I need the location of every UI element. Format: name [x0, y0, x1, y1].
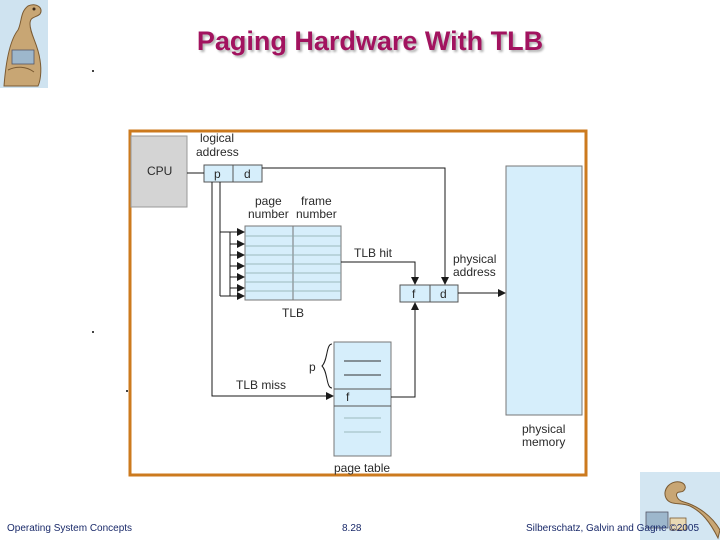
footer-left: Operating System Concepts [7, 523, 133, 534]
tlb-miss-label: TLB miss [236, 378, 286, 392]
logical-address-label-line1: logical [200, 131, 234, 145]
dinosaur-logo-top-left [0, 0, 48, 88]
slide-title: Paging Hardware With TLB [196, 26, 544, 56]
physical-f-label: f [412, 287, 416, 301]
frame-number-label-line2: number [296, 207, 337, 221]
physical-address-label-line2: address [453, 265, 496, 279]
tlb-label: TLB [282, 306, 304, 320]
page-table [333, 341, 392, 457]
p-to-tlb-arrows [219, 182, 245, 300]
frame-number-label-line1: frame [301, 194, 332, 208]
logical-p-label: p [214, 167, 221, 181]
dot-marker-2 [92, 331, 94, 333]
physical-d-label: d [440, 287, 447, 301]
tlb-miss-arrow [211, 182, 334, 400]
dot-marker-3 [126, 390, 128, 392]
page-table-p-brace [321, 343, 333, 389]
page-table-to-f-arrow [391, 302, 419, 398]
page-number-label-line1: page [255, 194, 282, 208]
logical-d-label: d [244, 167, 251, 181]
physical-address-box [399, 284, 459, 303]
page-number-label-line2: number [248, 207, 289, 221]
footer-right: Silberschatz, Galvin and Gagne ©2005 [526, 523, 700, 534]
physical-memory-box [505, 165, 583, 416]
cpu-box [130, 135, 188, 208]
dot-marker-1 [92, 70, 94, 72]
physical-memory-label-line2: memory [522, 435, 565, 449]
physical-address-label-line1: physical [453, 252, 496, 266]
dinosaur-logo-bottom-right [640, 472, 720, 540]
page-table-label: page table [334, 461, 390, 475]
tlb-hit-arrow [341, 261, 419, 285]
page-table-f-label: f [346, 390, 350, 404]
footer-center: 8.28 [342, 523, 362, 534]
page-table-p-label: p [309, 360, 316, 374]
cpu-label: CPU [147, 164, 172, 178]
logical-address-label-line2: address [196, 145, 239, 159]
tlb-hit-label: TLB hit [354, 246, 393, 260]
d-to-physical-d-arrow [262, 167, 449, 285]
physical-memory-label-line1: physical [522, 422, 565, 436]
